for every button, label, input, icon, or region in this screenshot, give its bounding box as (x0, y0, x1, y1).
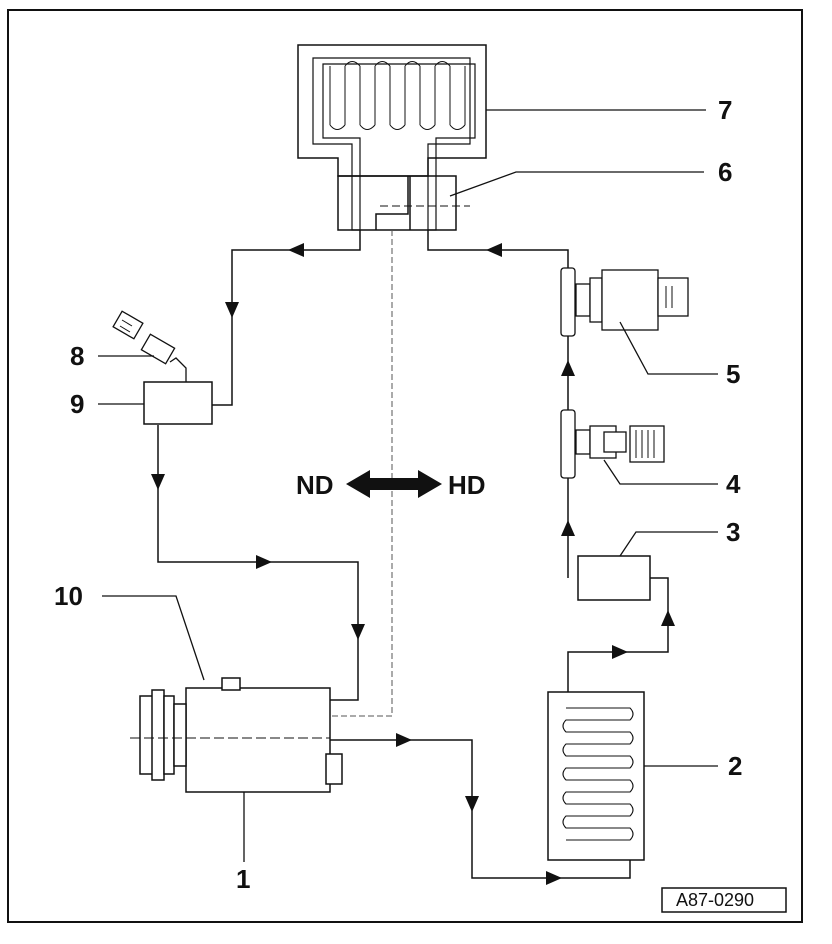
low-pressure-switch (112, 310, 187, 382)
low-pressure-line (157, 230, 361, 701)
condenser (547, 691, 645, 861)
callout-10: 10 (54, 581, 83, 611)
expansion-valve (337, 175, 470, 231)
callout-3: 3 (726, 517, 740, 547)
high-pressure-label: HD (448, 470, 486, 500)
service-valve (560, 409, 665, 479)
reference-code: A87-0290 (676, 890, 754, 910)
callout-6: 6 (718, 157, 732, 187)
leader-lines (98, 109, 718, 862)
evaporator (297, 44, 487, 231)
callout-4: 4 (726, 469, 741, 499)
compressor (130, 677, 343, 793)
high-pressure-switch (560, 267, 689, 337)
callout-8: 8 (70, 341, 84, 371)
callout-1: 1 (236, 864, 250, 894)
flow-arrows (151, 243, 675, 885)
diagram-frame (7, 9, 803, 923)
callout-7: 7 (718, 95, 732, 125)
accumulator (143, 381, 213, 425)
callout-9: 9 (70, 389, 84, 419)
callout-2: 2 (728, 751, 742, 781)
receiver-dryer (577, 555, 651, 601)
pressure-double-arrow (346, 470, 442, 498)
reference-code-box (661, 887, 787, 913)
callout-5: 5 (726, 359, 740, 389)
low-pressure-label: ND (296, 470, 334, 500)
